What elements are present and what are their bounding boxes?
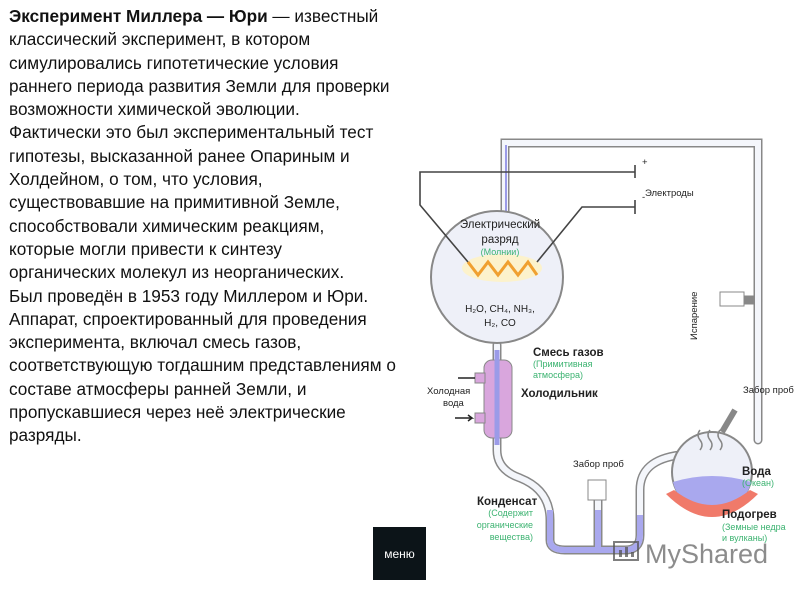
discharge-label: Электрический: [460, 219, 540, 231]
condensate-note: (Содержит: [488, 508, 533, 518]
lightning-zigzag: [466, 259, 539, 278]
text-line: способствовали химическим реакциям,: [9, 215, 325, 236]
text-line-rest: — известный: [267, 6, 379, 26]
condensate-liquid: [547, 510, 643, 553]
text-line: Холдейном, о том, что условия,: [9, 169, 263, 190]
evaporation-label: Испарение: [689, 292, 700, 340]
condensate-label: Конденсат: [477, 496, 538, 508]
gases-label-2: H₂, CO: [484, 318, 516, 329]
text-line: классический эксперимент, в котором: [9, 29, 311, 50]
text-line: симулировались гипотетические условия: [9, 52, 339, 73]
text-line: Аппарат, спроектированный для проведения: [9, 308, 367, 329]
lightning-label: (Молнии): [481, 247, 520, 257]
electrode-wires: [419, 165, 636, 263]
electrodes-label: Электроды: [645, 188, 694, 199]
text-line: Был проведён в 1953 году Миллером и Юри.: [9, 285, 369, 306]
text-line: гипотезы, высказанной ранее Опариным и: [9, 145, 350, 166]
sampling-bottom-label: Забор проб: [573, 459, 624, 470]
text-line: Эксперимент Миллера — Юри — известный: [9, 5, 396, 28]
stopcock-right: [719, 291, 745, 307]
condensate-note-3: вещества): [490, 532, 533, 542]
description-text: Эксперимент Миллера — Юри — известный кл…: [9, 5, 396, 448]
stopcock-bottom: [587, 479, 607, 501]
minus-label: -: [642, 192, 645, 203]
heating-note-2: и вулканы): [722, 533, 767, 543]
ocean-label: (Океан): [742, 478, 774, 488]
watermark-text: MyShared: [645, 539, 768, 569]
text-line: пропускавшиеся через неё электрические: [9, 402, 346, 423]
heater: [666, 490, 758, 517]
text-line: возможности химической эволюции.: [9, 99, 300, 120]
gas-mix-label: Смесь газов: [533, 347, 604, 359]
text-line: эксперимента, включал смесь газов,: [9, 332, 302, 353]
text-line: разряды.: [9, 425, 82, 446]
condenser-label: Холодильник: [521, 388, 598, 400]
gases-label: H₂O, CH₄, NH₃,: [465, 304, 535, 315]
text-line: которые могли привести к синтезу: [9, 238, 282, 259]
text-line: существовавшие на примитивной Земле,: [9, 192, 340, 213]
title-bold: Эксперимент Миллера — Юри: [9, 6, 268, 26]
sampling-right-label: Забор проб: [743, 385, 794, 396]
myshared-watermark: MyShared: [613, 539, 768, 569]
cold-water-label: Холодная: [427, 386, 470, 397]
heating-label: Подогрев: [722, 509, 777, 521]
text-line: Фактически это был экспериментальный тес…: [9, 122, 374, 143]
primitive-atmosphere-label-2: атмосфера): [533, 370, 583, 380]
text-line: органических молекул из неорганических.: [9, 262, 345, 283]
discharge-label-2: разряд: [481, 234, 518, 246]
text-line: соответствующую тогдашним представлениям…: [9, 355, 396, 376]
text-line: составе атмосферы ранней Земли, и: [9, 378, 307, 399]
menu-button[interactable]: меню: [373, 527, 426, 580]
water-label: Вода: [742, 466, 771, 478]
primitive-atmosphere-label: (Примитивная: [533, 359, 593, 369]
text-line: раннего периода развития Земли для прове…: [9, 75, 390, 96]
condensate-note-2: органические: [477, 520, 533, 530]
cold-water-label-2: вода: [443, 398, 465, 409]
heating-note: (Земные недра: [722, 522, 786, 532]
plus-label: +: [642, 157, 648, 168]
